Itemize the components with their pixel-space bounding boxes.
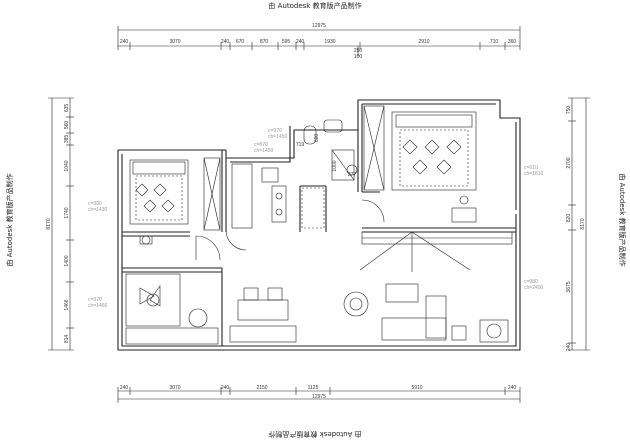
left-dim-6: 1400 — [64, 255, 70, 266]
bedroom-1-door — [195, 235, 221, 261]
bottom-total-label: 12975 — [312, 394, 326, 400]
sofa — [381, 317, 447, 341]
annotation-1-line1: c=970 — [268, 128, 282, 134]
interior-dim-4: 277 — [348, 172, 357, 178]
ceiling-annotations: c=970 ch=1450 c=870 ch=1450 c=980 ch=143… — [88, 128, 544, 309]
washing-machine — [479, 319, 509, 343]
dining-chair-1 — [243, 287, 259, 301]
bathroom-toilet — [303, 125, 317, 145]
armchair — [343, 291, 369, 317]
kitchen-counter — [231, 163, 253, 229]
top-dimension-labels: 12975 240 3070 240 670 870 595 240 1930 … — [120, 23, 517, 60]
right-dimension-labels: 8170 750 2700 820 3675 240 — [566, 106, 586, 352]
kitchen-sink — [261, 167, 279, 183]
bedroom-2-bed — [391, 111, 477, 191]
left-dim-4: 1040 — [64, 160, 70, 171]
left-dim-7: 1466 — [64, 299, 70, 310]
lamp-ray-left — [359, 231, 413, 271]
walls — [117, 99, 521, 351]
right-dim-3: 820 — [566, 214, 572, 223]
top-dim-5: 870 — [260, 39, 269, 45]
dining-chair-2 — [267, 287, 283, 301]
interior-dimension-labels: 719 800 1000 277 — [296, 134, 357, 178]
left-total-label: 8170 — [46, 218, 52, 229]
left-dim-1: 635 — [64, 104, 70, 113]
bottom-dim-2: 3070 — [169, 385, 180, 391]
bottom-dim-7: 240 — [508, 385, 517, 391]
top-dim-9: 2910 — [418, 39, 429, 45]
interior-dim-2: 800 — [314, 134, 320, 143]
top-dim-3: 240 — [221, 39, 230, 45]
bedroom-2-vanity — [451, 207, 477, 223]
annotation-5-line2: ch=1610 — [524, 171, 544, 177]
top-extra-a: 250 — [354, 48, 363, 54]
interior-dim-3: 1000 — [332, 160, 338, 171]
top-dim-2: 3070 — [169, 39, 180, 45]
bedroom-2-door — [361, 199, 385, 223]
annotation-3-line2: ch=1430 — [88, 207, 108, 213]
left-dim-8: 814 — [64, 335, 70, 344]
annotation-6-line1: c=980 — [524, 279, 538, 285]
study-table — [125, 273, 181, 327]
lamp-ray-right — [411, 231, 471, 271]
left-dimension-lines — [48, 97, 74, 351]
left-dim-2: 560 — [64, 121, 70, 130]
annotation-6-line2: ch=2400 — [524, 285, 544, 291]
left-dim-3: 385 — [64, 135, 70, 144]
interior-dim-1: 719 — [296, 142, 305, 148]
top-dim-6: 595 — [282, 39, 291, 45]
annotation-3-line1: c=980 — [88, 201, 102, 207]
bedroom-1-lamp — [141, 235, 151, 245]
annotation-1-line2: ch=1450 — [268, 134, 288, 140]
bedroom-2-wardrobe — [363, 105, 385, 191]
bottom-dim-3: 240 — [221, 385, 230, 391]
kitchen-door — [225, 229, 247, 251]
top-dim-11: 360 — [508, 39, 517, 45]
right-dim-5: 240 — [566, 343, 572, 352]
bottom-dim-6: 5910 — [411, 385, 422, 391]
bathroom-basin — [323, 119, 343, 133]
top-dim-1: 240 — [120, 39, 129, 45]
bottom-dim-4: 2150 — [256, 385, 267, 391]
dining-table — [237, 299, 289, 321]
annotation-4-line2: ch=1466 — [88, 303, 108, 309]
bottom-dimension-labels: 240 3070 240 2150 1125 5910 240 12975 — [120, 385, 517, 400]
study-chair — [188, 308, 208, 328]
right-total-label: 8170 — [580, 218, 586, 229]
top-extra-b: 100 — [354, 54, 363, 60]
bedroom-1-wardrobe — [203, 157, 221, 231]
kitchen-stove — [271, 185, 287, 223]
annotation-5-line1: c=610 — [524, 165, 538, 171]
right-dim-2: 2700 — [566, 157, 572, 168]
study-cabinet — [125, 327, 219, 345]
bottom-dimension-lines — [117, 387, 521, 403]
coffee-table — [385, 283, 419, 303]
watermark-top: 由 Autodesk 教育版产品制作 — [268, 2, 362, 10]
left-dim-5: 1740 — [64, 207, 70, 218]
side-table — [451, 325, 467, 341]
annotation-2-line2: ch=1450 — [254, 148, 274, 154]
annotation-2-line1: c=870 — [254, 142, 268, 148]
right-dim-1: 750 — [566, 106, 572, 115]
right-dim-4: 3675 — [566, 281, 572, 292]
bedroom-1-bed — [129, 159, 189, 225]
left-dimension-labels: 8170 635 560 385 1040 1740 1400 1466 814 — [46, 104, 70, 344]
top-dim-8: 1930 — [324, 39, 335, 45]
right-dimension-lines — [568, 97, 590, 351]
top-dimension-lines — [117, 26, 521, 56]
top-dim-10: 710 — [490, 39, 499, 45]
top-dim-4: 670 — [236, 39, 245, 45]
bottom-dim-1: 240 — [120, 385, 129, 391]
annotation-4-line1: c=970 — [88, 297, 102, 303]
bottom-dim-5: 1125 — [308, 385, 319, 391]
top-total-label: 12975 — [312, 23, 326, 29]
top-dim-7: 240 — [296, 39, 305, 45]
